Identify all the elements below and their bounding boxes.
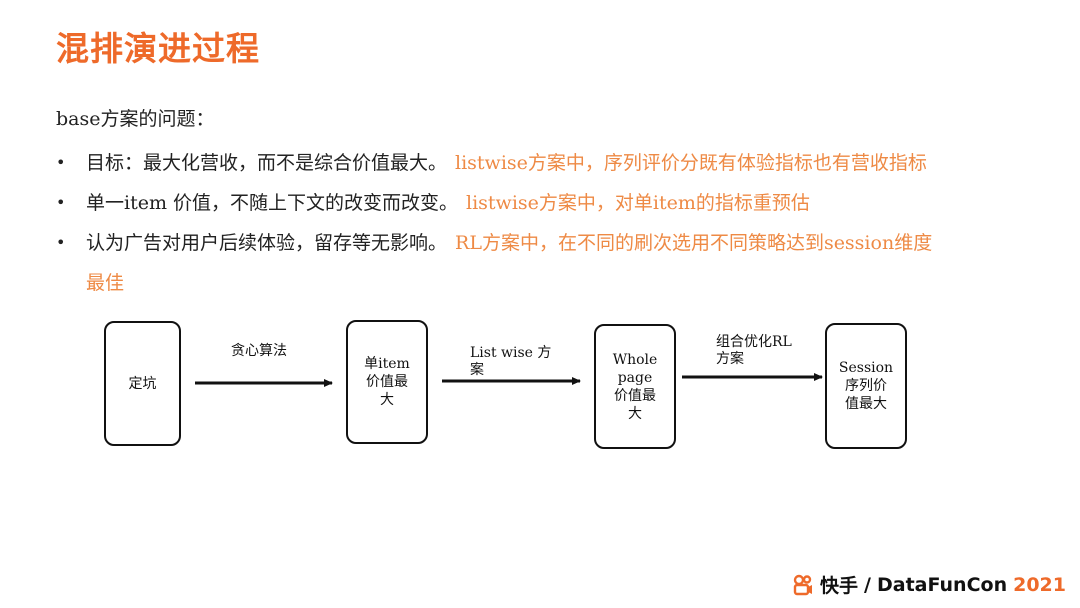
bullet-item: • 单一item 价值，不随上下文的改变而改变。 listwise方案中，对单it… [56, 183, 1076, 223]
arrow-label-line: 组合优化RL [716, 334, 792, 350]
flow-box-single-item: 单item 价值最 大 [346, 320, 428, 444]
box-line: 序列价 [844, 378, 887, 394]
brand-datafuncon: DataFunCon [877, 573, 1008, 596]
box-line: 大 [379, 392, 394, 408]
flow-box-session: Session 序列价 值最大 [825, 323, 907, 449]
arrow-label-line: List wise 方 [470, 345, 552, 361]
kuaishou-logo-icon [793, 574, 813, 595]
bullet-list: • 目标：最大化营收，而不是综合价值最大。 listwise方案中，序列评价分既有… [56, 143, 1076, 303]
box-line: Whole [612, 351, 658, 368]
flow-box-dingkeng: 定坑 [104, 321, 181, 446]
arrow-label-line: 方案 [716, 351, 744, 367]
bullet-dot-icon: • [56, 233, 66, 252]
box-line: 单item [364, 356, 410, 372]
bullet-text: 目标：最大化营收，而不是综合价值最大。 [86, 152, 448, 174]
arrow-label-line: 贪心算法 [231, 343, 287, 359]
arrow-label-rl: 组合优化RL 方案 [716, 334, 792, 368]
brand-year: 2021 [1013, 573, 1066, 596]
box-line: 价值最 [613, 387, 656, 404]
bullet-accent-continued: 最佳 [86, 272, 125, 294]
intro-text: base方案的问题： [56, 108, 215, 130]
box-line: 大 [627, 405, 642, 422]
bullet-accent: listwise方案中，对单item的指标重预估 [466, 192, 810, 214]
brand-separator: / [864, 573, 871, 596]
footer-branding: 快手 / DataFunCon 2021 [792, 571, 1066, 598]
box-line: 价值最 [365, 374, 408, 390]
bullet-dot-icon: • [56, 153, 66, 172]
brand-kuaishou: 快手 [820, 575, 859, 597]
arrow-label-listwise: List wise 方 案 [470, 345, 551, 379]
page-title: 混排演进过程 [56, 29, 260, 68]
bullet-text: 单一item 价值，不随上下文的改变而改变。 [86, 192, 459, 214]
bullet-item: • 认为广告对用户后续体验，留存等无影响。 RL方案中，在不同的刷次选用不同策略达… [56, 223, 1076, 303]
bullet-accent: listwise方案中，序列评价分既有体验指标也有营收指标 [455, 152, 927, 174]
arrow-label-line: 案 [470, 362, 484, 378]
box-line: 定坑 [128, 375, 157, 392]
bullet-accent: RL方案中，在不同的刷次选用不同策略达到session维度 [455, 232, 933, 254]
bullet-item: • 目标：最大化营收，而不是综合价值最大。 listwise方案中，序列评价分既有… [56, 143, 1076, 183]
flow-box-whole-page: Whole page 价值最 大 [594, 324, 676, 449]
box-line: Session [838, 360, 894, 376]
bullet-text: 认为广告对用户后续体验，留存等无影响。 [86, 232, 448, 254]
arrow-label-greedy: 贪心算法 [231, 343, 287, 360]
bullet-dot-icon: • [56, 193, 66, 212]
box-line: 值最大 [844, 396, 887, 412]
box-line: page [617, 369, 653, 386]
